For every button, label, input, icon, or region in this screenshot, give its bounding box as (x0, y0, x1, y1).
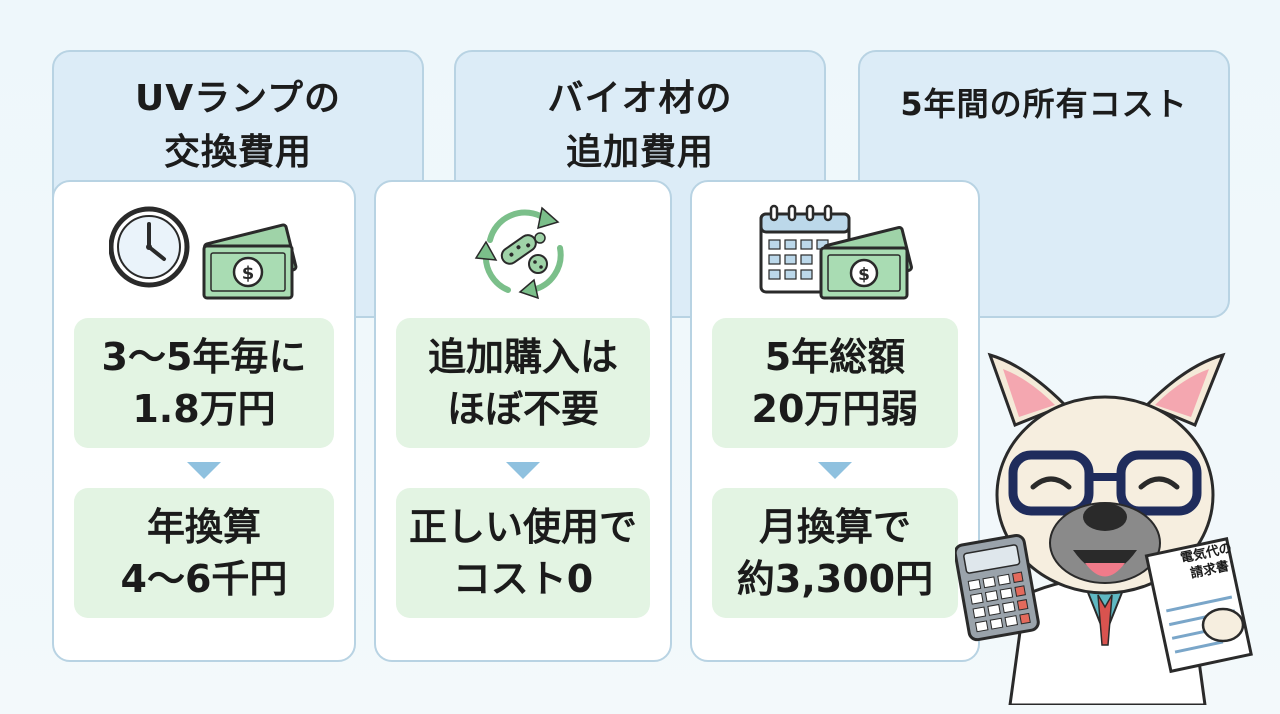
card-uv-lamp: $ 3〜5年毎に 1.8万円 年換算 4〜6千円 (52, 180, 356, 662)
svg-text:$: $ (242, 263, 255, 284)
box-line: ほぼ不要 (446, 387, 599, 431)
box-line: 20万円弱 (751, 387, 919, 431)
cost-box-usage: 正しい使用で コスト0 (396, 488, 650, 618)
box-line: 4〜6千円 (120, 557, 288, 601)
panel-title-bio-material: バイオ材の 追加費用 (456, 52, 824, 180)
panel-title-line1: バイオ材の (547, 78, 733, 119)
cost-box-replacement: 3〜5年毎に 1.8万円 (74, 318, 334, 448)
cost-box-purchase: 追加購入は ほぼ不要 (396, 318, 650, 448)
panel-title-line2: 交換費用 (163, 132, 312, 173)
cost-box-monthly: 月換算で 約3,300円 (712, 488, 958, 618)
svg-text:$: $ (858, 265, 870, 285)
card-bio-material: 追加購入は ほぼ不要 正しい使用で コスト0 (374, 180, 672, 662)
box-line: 追加購入は (427, 335, 618, 379)
down-arrow-icon (818, 462, 852, 479)
box-line: コスト0 (452, 557, 594, 601)
box-line: 3〜5年毎に (101, 335, 307, 379)
clock-money-icon: $ (54, 202, 354, 302)
panel-title-ownership-cost: 5年間の所有コスト (900, 85, 1188, 123)
box-line: 約3,300円 (736, 557, 934, 601)
panel-title-line1: UVランプの (134, 78, 341, 119)
down-arrow-icon (187, 462, 221, 479)
box-line: 5年総額 (764, 335, 906, 379)
bacteria-recycle-icon (376, 202, 670, 302)
panel-title-uv-lamp: UVランプの 交換費用 (54, 52, 422, 180)
box-line: 正しい使用で (408, 505, 637, 549)
calendar-money-icon: $ (692, 202, 978, 302)
panel-title-line2: 追加費用 (565, 132, 714, 173)
down-arrow-icon (506, 462, 540, 479)
box-line: 年換算 (146, 505, 261, 549)
dog-doctor-mascot: 電気代の 請求書 (953, 345, 1255, 707)
box-line: 1.8万円 (132, 387, 276, 431)
cost-box-annual: 年換算 4〜6千円 (74, 488, 334, 618)
box-line: 月換算で (758, 505, 911, 549)
card-ownership-cost: $ 5年総額 20万円弱 月換算で 約3,300円 (690, 180, 980, 662)
cost-box-total: 5年総額 20万円弱 (712, 318, 958, 448)
